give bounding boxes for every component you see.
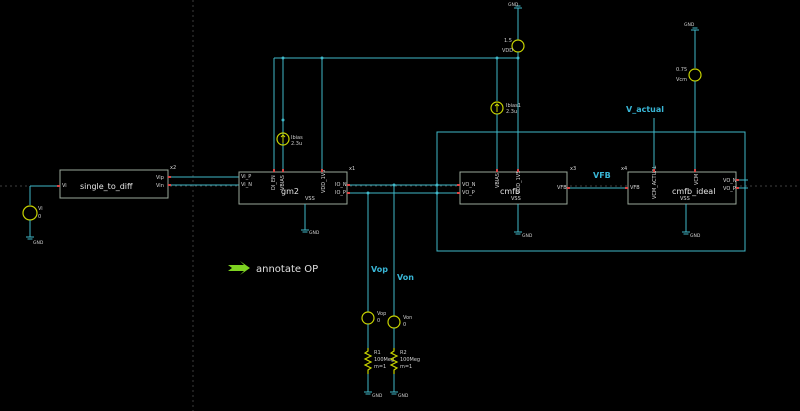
block-cmfb-ideal[interactable]: cmfb_ideal VFB VO_N VO_P VSS x4 VCM_ACTU… [621, 165, 739, 205]
vdd-value: 1.5 [504, 38, 512, 44]
annotate-op-button[interactable]: annotate OP [228, 261, 318, 275]
source-ibias1[interactable]: Ibias1 2.3u [490, 101, 521, 115]
vi-value: 0 [38, 214, 41, 220]
pin-di-en: DI_EN [271, 175, 277, 190]
block-single-to-diff[interactable]: single_to_diff Vi Vip Vin x2 [57, 165, 176, 199]
single-to-diff-label: single_to_diff [80, 182, 133, 191]
pin-vi-n: Vi_N [241, 182, 252, 188]
net-vfb: VFB [593, 171, 611, 180]
annotate-op-label: annotate OP [256, 264, 318, 275]
source-vdd[interactable]: 1.5 VDD GND [502, 2, 525, 58]
pin-vo-p: VO_P [723, 186, 736, 192]
pin-vo-n: VO_N [723, 178, 737, 184]
von-value: 0 [403, 322, 406, 328]
vcm-name: Vcm [676, 77, 687, 83]
inst-x1: x1 [349, 166, 355, 172]
gnd-label: GND [508, 2, 519, 8]
r2-name: R2 [400, 350, 407, 356]
vop-value: 0 [377, 318, 380, 324]
pin-io-p: IO_P [335, 190, 346, 196]
pin-vss: VSS [305, 196, 315, 202]
gm2-label: gm2 [281, 187, 299, 196]
block-gm2[interactable]: gm2 Vi_P Vi_N IO_N IO_P VSS x1 DI_EN VBI… [238, 166, 355, 205]
pin-vfb: VFB [557, 185, 567, 191]
gnd-label: GND [522, 233, 533, 239]
net-vop: Vop [371, 265, 388, 274]
vdd-name: VDD [502, 48, 513, 54]
source-vcm[interactable]: 0.75 Vcm GND [676, 22, 702, 169]
block-cmfb[interactable]: cmfb VO_N VO_P VFB VSS x3 VBIAS VDD_1V5 [457, 166, 576, 205]
pin-vo-n: VO_N [462, 182, 476, 188]
pin-vo-p: VO_P [462, 190, 475, 196]
r2-value: 100Meg [400, 357, 420, 363]
pin-vcm-actual: VCM_ACTUAL [652, 165, 658, 199]
pin-vbias: VBIAS [495, 173, 501, 188]
net-von: Von [397, 273, 414, 282]
gnd-label: GND [372, 393, 383, 399]
cmfb-label: cmfb [500, 187, 520, 196]
cmfb-ideal-label: cmfb_ideal [672, 187, 715, 196]
resistor-r1[interactable]: R1 100Meg m=1 [363, 348, 394, 374]
pin-vi: Vi [62, 183, 67, 189]
r1-value: 100Meg [374, 357, 394, 363]
ibias-value: 2.3u [291, 141, 302, 147]
gnd-label: GND [684, 22, 695, 28]
pin-vdd-1v5: VDD_1V5 [516, 171, 522, 194]
r1-mult: m=1 [374, 364, 386, 370]
ibias1-name: Ibias1 [506, 103, 521, 109]
net-vactual: V_actual [626, 105, 664, 114]
source-vi[interactable]: Vi 0 GND [22, 186, 44, 246]
cmfb-frame [436, 131, 746, 252]
vop-name: Vop [377, 311, 386, 317]
pin-vcm: VCM [694, 174, 700, 185]
gnd-label: GND [309, 230, 320, 236]
r2-mult: m=1 [400, 364, 412, 370]
pin-io-n: IO_N [335, 182, 347, 188]
ibias-name: Ibias [291, 135, 303, 141]
pin-vss: VSS [511, 196, 521, 202]
pin-vin: Vin [156, 183, 164, 189]
gnd-label: GND [398, 393, 409, 399]
arrow-right-icon [228, 261, 250, 275]
pin-vip: Vip [156, 175, 164, 181]
pin-vbias: VBIAS [280, 175, 286, 190]
vcm-value: 0.75 [676, 67, 687, 73]
source-von[interactable]: Von 0 [387, 315, 412, 329]
gnd-label: GND [690, 233, 701, 239]
pin-vss: VSS [680, 196, 690, 202]
source-ibias[interactable]: Ibias 2.3u [276, 120, 303, 147]
pin-vdd-1v5: VDD_1V5 [321, 170, 327, 193]
resistor-r2[interactable]: R2 100Meg m=1 [389, 348, 420, 374]
von-name: Von [403, 315, 412, 321]
r1-name: R1 [374, 350, 381, 356]
vi-name: Vi [38, 206, 43, 212]
inst-x4: x4 [621, 166, 627, 172]
inst-x3: x3 [570, 166, 576, 172]
inst-x2: x2 [170, 165, 176, 171]
pin-vi-p: Vi_P [241, 174, 251, 180]
gnd-label: GND [33, 240, 44, 246]
ibias1-value: 2.3u [506, 109, 517, 115]
pin-vfb: VFB [630, 185, 640, 191]
source-vop[interactable]: Vop 0 [361, 311, 386, 325]
